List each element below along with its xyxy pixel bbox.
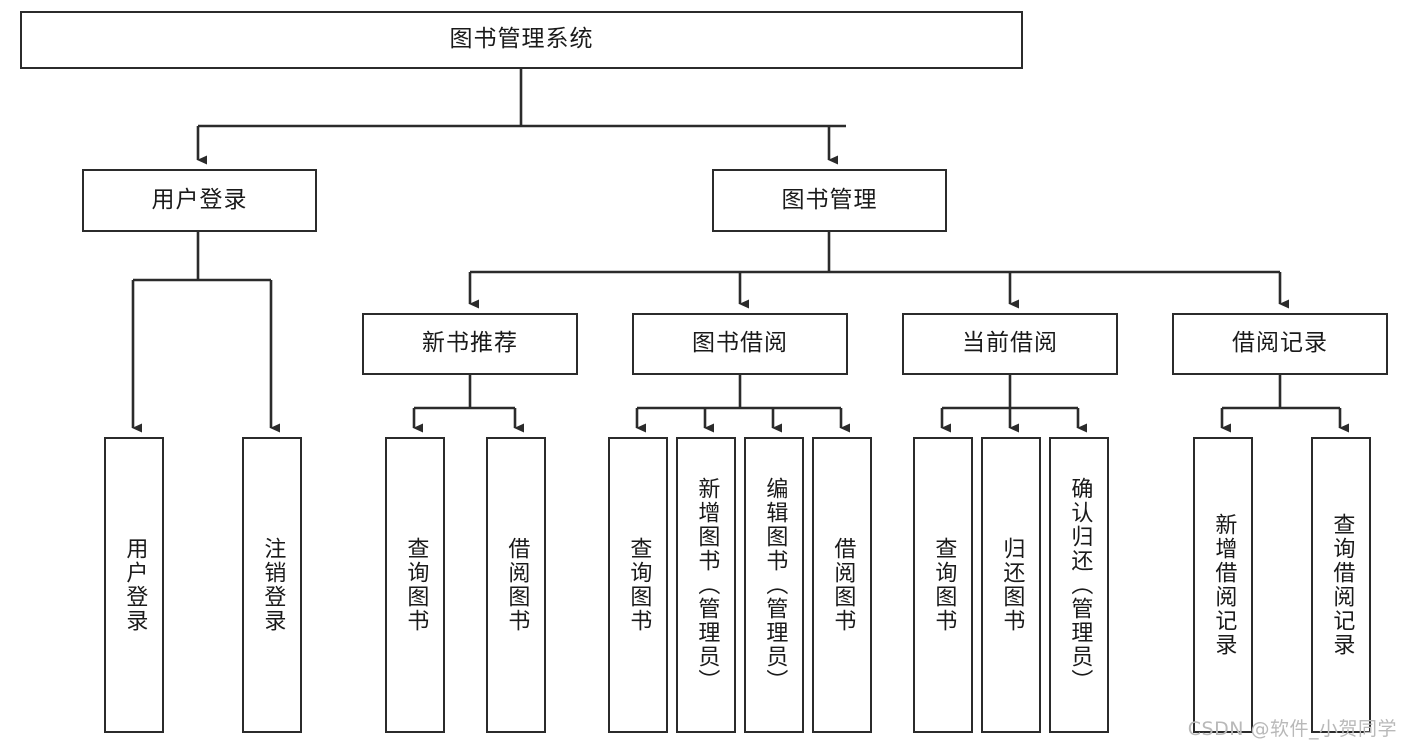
node-book-borrow-label: 图书借阅 [692, 330, 788, 357]
node-borrow-record-label: 借阅记录 [1232, 330, 1328, 357]
node-book-manage[interactable]: 图书管理 [712, 169, 947, 232]
leaf-query-book-3[interactable]: 查询图书 [913, 437, 973, 733]
node-user-login[interactable]: 用户登录 [82, 169, 317, 232]
node-new-book-recommend-label: 新书推荐 [422, 330, 518, 357]
leaf-borrow-book-2-label: 借阅图书 [830, 537, 856, 633]
leaf-return-book[interactable]: 归还图书 [981, 437, 1041, 733]
leaf-confirm-return[interactable]: 确认归还（管理员） [1049, 437, 1109, 733]
leaf-add-book-label: 新增图书（管理员） [694, 477, 720, 693]
leaf-edit-book[interactable]: 编辑图书（管理员） [744, 437, 804, 733]
leaf-add-record-label: 新增借阅记录 [1211, 513, 1237, 657]
node-borrow-record[interactable]: 借阅记录 [1172, 313, 1388, 375]
leaf-return-book-label: 归还图书 [999, 537, 1025, 633]
leaf-query-record-label: 查询借阅记录 [1329, 513, 1355, 657]
node-book-borrow[interactable]: 图书借阅 [632, 313, 848, 375]
leaf-confirm-return-label: 确认归还（管理员） [1067, 477, 1093, 693]
node-new-book-recommend[interactable]: 新书推荐 [362, 313, 578, 375]
node-current-borrow[interactable]: 当前借阅 [902, 313, 1118, 375]
node-user-login-label: 用户登录 [151, 186, 248, 213]
node-root[interactable]: 图书管理系统 [20, 11, 1023, 69]
leaf-query-book-1-label: 查询图书 [403, 537, 429, 633]
leaf-query-book-2-label: 查询图书 [626, 537, 652, 633]
leaf-borrow-book-2[interactable]: 借阅图书 [812, 437, 872, 733]
leaf-query-book-1[interactable]: 查询图书 [385, 437, 445, 733]
leaf-query-record[interactable]: 查询借阅记录 [1311, 437, 1371, 733]
leaf-add-book[interactable]: 新增图书（管理员） [676, 437, 736, 733]
leaf-edit-book-label: 编辑图书（管理员） [762, 477, 788, 693]
leaf-add-record[interactable]: 新增借阅记录 [1193, 437, 1253, 733]
leaf-borrow-book-1[interactable]: 借阅图书 [486, 437, 546, 733]
node-current-borrow-label: 当前借阅 [962, 330, 1058, 357]
node-root-label: 图书管理系统 [449, 26, 594, 53]
leaf-query-book-3-label: 查询图书 [931, 537, 957, 633]
node-book-manage-label: 图书管理 [781, 186, 878, 213]
leaf-query-book-2[interactable]: 查询图书 [608, 437, 668, 733]
leaf-user-logout[interactable]: 注销登录 [242, 437, 302, 733]
leaf-user-logout-label: 注销登录 [260, 537, 286, 633]
leaf-user-login[interactable]: 用户登录 [104, 437, 164, 733]
leaf-user-login-label: 用户登录 [122, 537, 148, 633]
leaf-borrow-book-1-label: 借阅图书 [504, 537, 530, 633]
